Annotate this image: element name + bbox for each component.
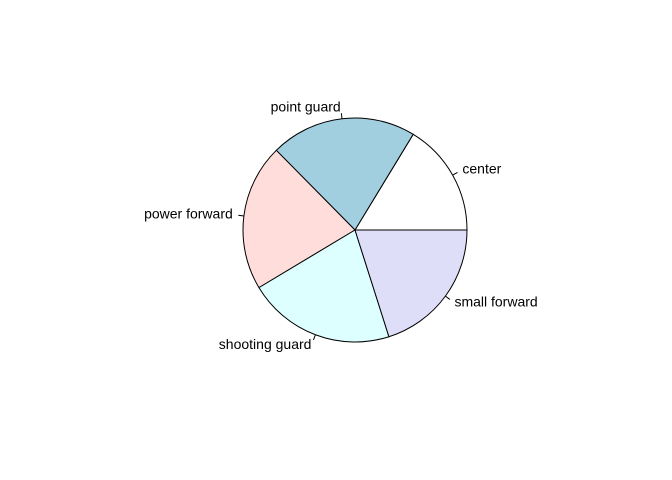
leader-small-forward [445,295,451,300]
pie-slices [242,117,468,343]
slice-label-small-forward: small forward [454,293,537,309]
label-leaders [238,113,458,341]
pie-slice-small-forward [354,229,468,338]
leader-shooting-guard [312,334,316,341]
slice-label-shooting-guard: shooting guard [219,336,312,352]
pie-slice-power-forward [242,149,356,289]
leader-power-forward [238,214,244,217]
leader-point-guard [340,113,343,119]
slice-label-point-guard: point guard [271,98,341,114]
slice-label-center: center [462,160,501,176]
leader-center [452,171,458,176]
pie-slice-shooting-guard [258,229,390,343]
slice-labels: center point guard power forward shooting g… [144,98,538,352]
pie-slice-point-guard [275,117,414,231]
slice-label-power-forward: power forward [144,205,233,221]
